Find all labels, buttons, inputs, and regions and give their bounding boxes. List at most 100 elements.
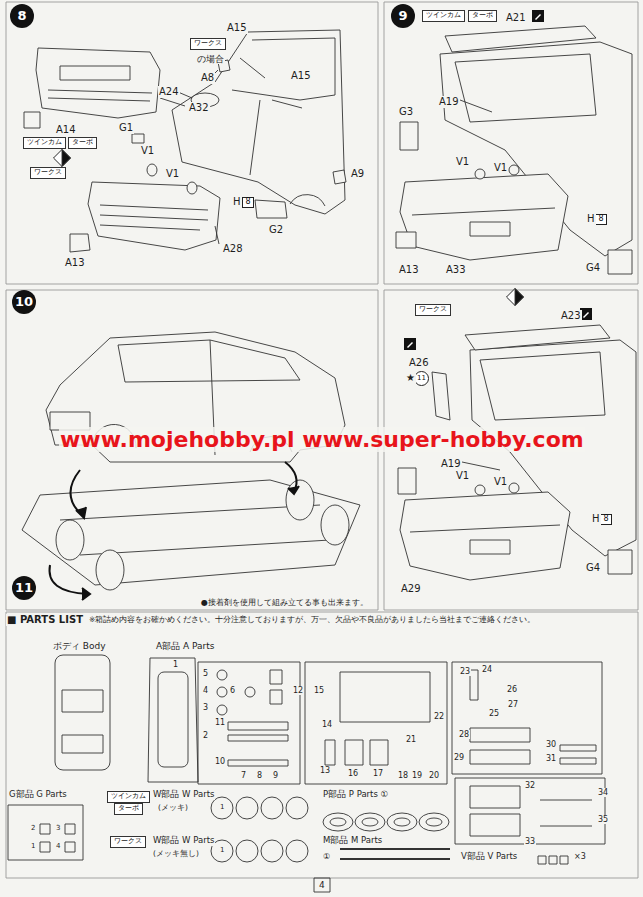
panel-borders: [6, 2, 638, 878]
variant-symbol: [54, 150, 71, 167]
parts-sprue-v: [455, 778, 605, 844]
leader-lines-part: [160, 98, 185, 106]
variant-symbol-part: [54, 150, 71, 167]
parts-sprue-g-part: [40, 842, 50, 852]
part-number: 19: [411, 771, 423, 780]
parts-metal-shafts: [340, 849, 450, 859]
rear-bumper-part: [475, 169, 485, 179]
variant-tag: ツインカム: [422, 10, 465, 22]
rear-bumper-part: [608, 250, 632, 274]
part-callout: V1: [493, 162, 508, 174]
parts-sprue-a-part: [217, 687, 227, 697]
chassis-part: [60, 505, 320, 520]
parts-sprue-a-part: [452, 662, 602, 774]
screw-size-box: 8: [595, 214, 607, 225]
front-lower-bumper-part: [100, 225, 200, 230]
part-number: 30: [545, 740, 557, 749]
part-callout: A19: [440, 458, 462, 470]
part-callout: H: [586, 213, 596, 225]
parts-sprue-a-part: [270, 670, 282, 684]
part-number: 15: [313, 686, 325, 695]
parts-sprue-v-part: [540, 826, 592, 827]
small-parts-part: [147, 164, 157, 176]
node-text: 8: [603, 515, 608, 524]
part-number: 21: [405, 735, 417, 744]
assembly-arrows-part: [82, 588, 90, 600]
parts-sprue-g-part: [65, 842, 75, 852]
part-number: 14: [321, 720, 333, 729]
part-callout: A14: [55, 124, 77, 136]
part-callout: G3: [398, 106, 414, 118]
panel-borders-part: [6, 612, 638, 878]
part-callout: A15: [290, 70, 312, 82]
parts-v-icons: [538, 856, 568, 864]
parts-group-label: P部品 P Parts ①: [322, 790, 389, 800]
variant-tag: ターボ: [68, 137, 97, 149]
chassis-part: [96, 550, 124, 590]
parts-group-label: 1: [219, 846, 225, 854]
part-callout: A23: [560, 310, 582, 322]
paint-icon-part: [407, 342, 413, 348]
paint-icon-part: [583, 312, 589, 318]
rear-bumper-works: [400, 483, 632, 580]
car-body-front-part: [240, 58, 265, 78]
rear-bumper-works-part: [509, 483, 519, 493]
parts-sprue-a-part: [158, 672, 188, 767]
rear-bumper-part: [412, 208, 555, 215]
parts-tires-part: [323, 813, 353, 831]
parts-tires-part: [330, 818, 346, 826]
rear-bumper-works-part: [608, 550, 632, 574]
parts-tires-part: [394, 818, 410, 826]
parts-group-label: (メッキ): [157, 804, 189, 813]
node-text: ワークス: [34, 169, 62, 177]
part-callout: V1: [493, 476, 508, 488]
part-number: 31: [545, 754, 557, 763]
part-callout: A13: [398, 264, 420, 276]
front-lower-bumper-part: [100, 215, 208, 220]
front-lower-bumper-part: [70, 234, 90, 252]
parts-sprue-a-part: [148, 658, 198, 782]
assembly-arrows: [49, 462, 299, 600]
parts-sprue-g-part: [65, 824, 75, 834]
parts-tires-part: [419, 813, 449, 831]
part-callout: A部品 A Parts: [155, 641, 216, 651]
parts-sprue-v-part: [455, 778, 605, 844]
variant-tag: ワークス: [415, 304, 451, 316]
part-number: 2: [202, 731, 209, 740]
part-callout: A32: [188, 102, 210, 114]
section-heading: ■ PARTS LIST: [6, 614, 84, 626]
parts-sprue-a-part: [470, 670, 478, 700]
part-callout: G4: [585, 562, 601, 574]
parts-group-label: M部品 M Parts: [322, 836, 383, 846]
assembly-arrows-part: [76, 507, 86, 518]
parts-sprue-a-part: [470, 750, 530, 764]
parts-wheels-part: [261, 797, 283, 819]
leader-lines-part: [215, 226, 219, 244]
variant-tag: ワークス: [110, 836, 146, 848]
car-body-rear-works-part: [398, 468, 416, 494]
part-number: 12: [292, 686, 304, 695]
node-text: ツインカム: [27, 139, 62, 147]
parts-group-label: V部品 V Parts: [460, 852, 518, 862]
part-number: 34: [597, 788, 609, 797]
part-number: 27: [507, 700, 519, 709]
watermark: www.mojehobby.pl www.super-hobby.com: [59, 427, 585, 452]
part-callout: A28: [222, 243, 244, 255]
part-callout: V1: [455, 470, 470, 482]
parts-sprue-a-part: [217, 670, 227, 680]
parts-sprue-a-part: [560, 758, 596, 764]
chassis-part: [56, 520, 84, 560]
part-number: 20: [428, 771, 440, 780]
part-callout: ボディ Body: [52, 641, 107, 651]
variant-symbol-part: [507, 289, 524, 306]
parts-sprue-v-part: [470, 786, 520, 808]
parts-wheels-part: [286, 840, 308, 862]
node-text: 11: [417, 375, 426, 383]
parts-sprue-v-part: [470, 814, 520, 836]
small-parts-part: [255, 200, 287, 218]
car-body-front-part: [172, 30, 345, 214]
part-number: 26: [506, 685, 518, 694]
part-number: 35: [597, 815, 609, 824]
parts-sprue-a-part: [325, 740, 335, 765]
part-number: 4: [202, 686, 209, 695]
